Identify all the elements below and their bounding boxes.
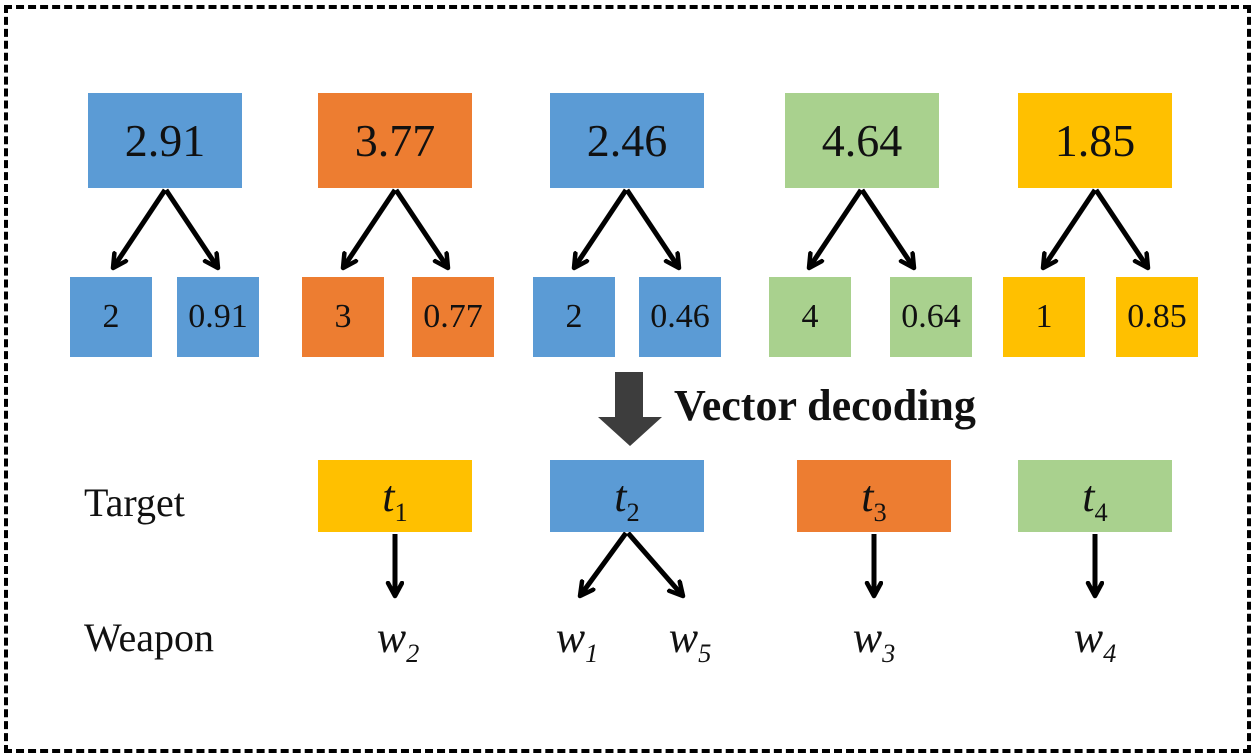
target-box: t2	[550, 460, 704, 532]
split-arrows	[113, 188, 1148, 268]
encoded-value-box: 3.77	[318, 93, 472, 188]
weapon-label: w4	[1073, 612, 1117, 668]
weapon-label: w2	[376, 612, 420, 668]
target-subscript: 4	[1094, 496, 1108, 527]
target-subscript: 2	[626, 496, 640, 527]
weapon-label: w1	[555, 612, 599, 668]
target-subscript: 1	[394, 496, 408, 527]
target-label: t	[382, 471, 395, 521]
decoding-arrow-icon	[598, 372, 662, 446]
fractional-part-box: 0.85	[1116, 277, 1198, 357]
fractional-part-box: 0.46	[639, 277, 721, 357]
target-label: t	[861, 471, 874, 521]
weapon-row-label: Weapon	[84, 615, 215, 660]
target-box: t1	[318, 460, 472, 532]
encoded-value-box: 1.85	[1018, 93, 1172, 188]
target-box: t4	[1018, 460, 1172, 532]
target-subscript: 3	[873, 496, 887, 527]
target-label: t	[614, 471, 627, 521]
weapon-label: w3	[852, 612, 896, 668]
encoded-value-box: 4.64	[785, 93, 939, 188]
encoded-value-box: 2.91	[88, 93, 242, 188]
integer-part-box: 1	[1003, 277, 1085, 357]
decoding-label: Vector decoding	[674, 381, 976, 430]
target-label: t	[1082, 471, 1095, 521]
fractional-part-box: 0.64	[890, 277, 972, 357]
target-box: t3	[797, 460, 951, 532]
integer-part-box: 3	[302, 277, 384, 357]
integer-part-box: 2	[70, 277, 152, 357]
weapon-label: w5	[668, 612, 712, 668]
fractional-part-box: 0.77	[412, 277, 494, 357]
integer-part-box: 2	[533, 277, 615, 357]
integer-part-box: 4	[769, 277, 851, 357]
encoded-value-box: 2.46	[550, 93, 704, 188]
assignment-arrows	[395, 531, 1095, 596]
fractional-part-box: 0.91	[177, 277, 259, 357]
target-row-label: Target	[84, 480, 185, 525]
